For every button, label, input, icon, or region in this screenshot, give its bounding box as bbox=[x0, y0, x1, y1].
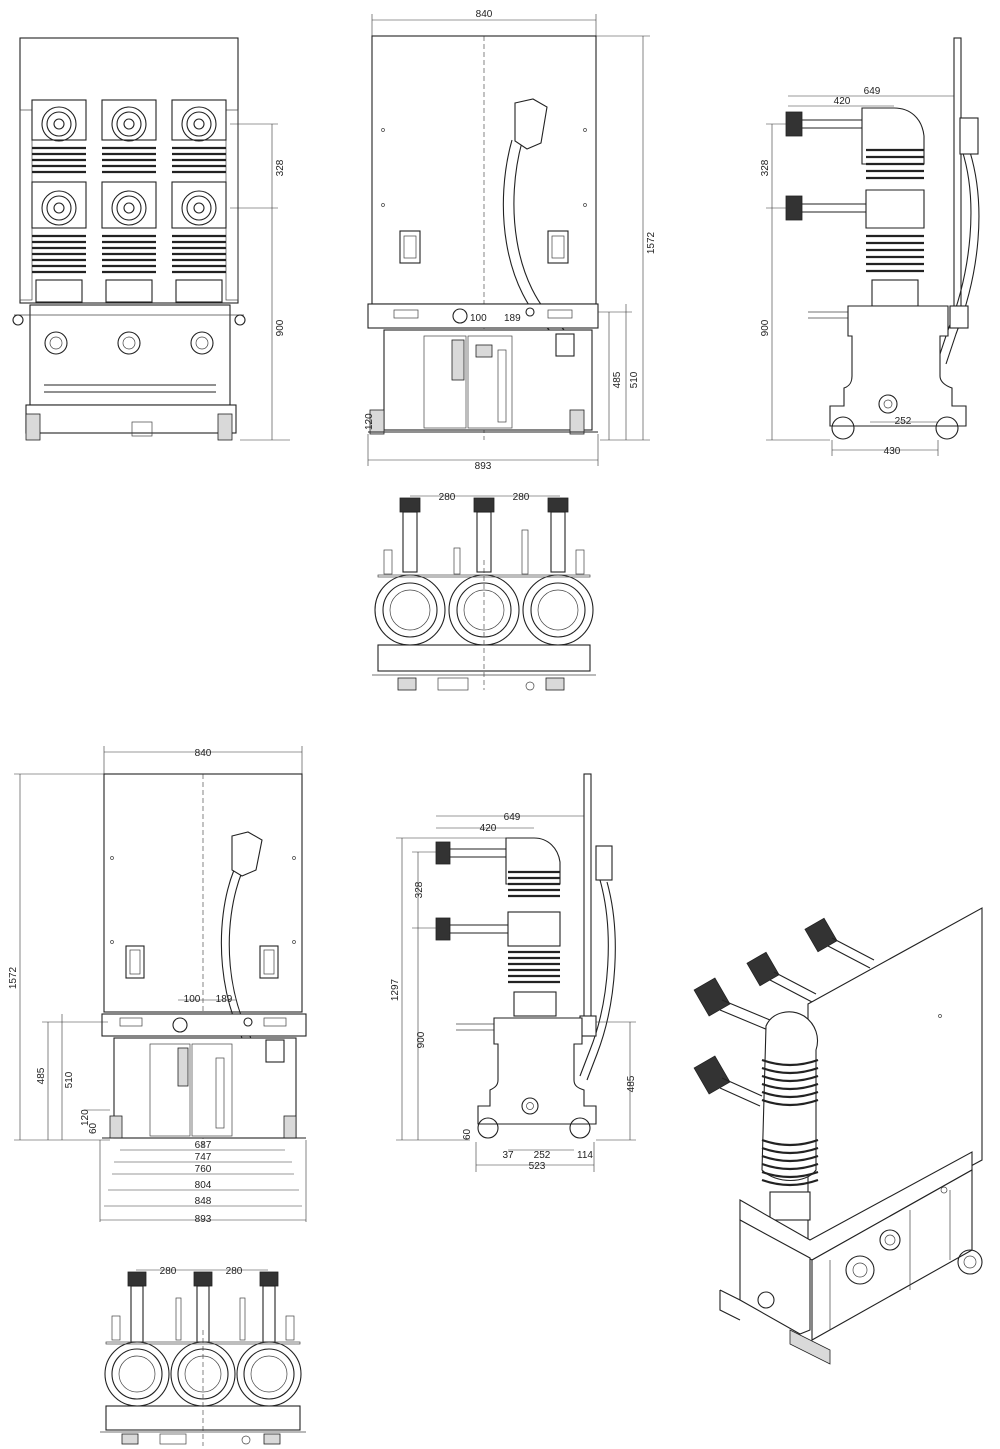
side-view-top: 840 100 189 120 1572 485 510 bbox=[364, 9, 657, 472]
side-top-dim-height: 1572 bbox=[646, 231, 657, 254]
profile-bottom-dim-pitch: 328 bbox=[414, 881, 425, 898]
profile-bottom-dim-height: 900 bbox=[416, 1031, 427, 1048]
side-bottom-dim-left-c: 120 bbox=[80, 1109, 91, 1126]
profile-top-dim-a: 649 bbox=[864, 86, 881, 97]
front-pole-1 bbox=[31, 99, 87, 303]
top-a-pole-3 bbox=[522, 497, 594, 646]
top-view-a: 280 280 bbox=[372, 492, 596, 691]
profile-top-dim-height: 900 bbox=[760, 319, 771, 336]
side-top-dim-small-a: 100 bbox=[470, 313, 487, 324]
front-pole-3 bbox=[171, 99, 227, 303]
profile-bottom-contact-upper bbox=[435, 841, 508, 865]
side-bottom-dim-stack-5: 893 bbox=[195, 1214, 212, 1225]
top-a-dim-pitch-b: 280 bbox=[513, 492, 530, 503]
profile-bottom-dim-small-b: 114 bbox=[577, 1150, 593, 1161]
top-b-pole-1 bbox=[104, 1271, 170, 1407]
side-top-dim-base: 893 bbox=[475, 461, 492, 472]
front-dim-pitch: 328 bbox=[275, 159, 286, 176]
side-bottom-dim-stack-2: 760 bbox=[195, 1164, 212, 1175]
side-bottom-dim-left-b: 510 bbox=[64, 1071, 75, 1088]
top-a-dim-pitch-a: 280 bbox=[439, 492, 456, 503]
profile-bottom-dim-base: 523 bbox=[529, 1161, 546, 1172]
profile-bottom-dim-small-a: 37 bbox=[502, 1150, 514, 1161]
profile-view-top: 252 649 420 328 900 430 bbox=[760, 37, 980, 457]
profile-top-dim-base: 430 bbox=[884, 446, 901, 457]
profile-bottom-dim-total: 1297 bbox=[390, 978, 401, 1001]
iso-pole-rear-1 bbox=[804, 917, 875, 969]
side-top-dim-right-a: 485 bbox=[612, 371, 623, 388]
profile-bottom-dim-a: 649 bbox=[504, 812, 521, 823]
iso-pole-rear-2 bbox=[746, 951, 817, 1003]
side-top-dim-width: 840 bbox=[476, 9, 493, 20]
profile-top-dim-pitch: 328 bbox=[760, 159, 771, 176]
front-pole-2 bbox=[101, 99, 157, 303]
profile-bottom-dim-wheel: 252 bbox=[534, 1150, 551, 1161]
profile-top-dim-b: 420 bbox=[834, 96, 851, 107]
side-bottom-dim-small-b: 189 bbox=[216, 994, 233, 1005]
profile-top-contact-upper bbox=[785, 111, 866, 137]
front-view: 328 900 bbox=[12, 37, 290, 441]
side-bottom-dim-stack: 687 747 760 804 848 893 bbox=[99, 1140, 307, 1225]
profile-bottom-contact-lower bbox=[435, 917, 508, 941]
side-bottom-dim-small-a: 100 bbox=[184, 994, 201, 1005]
profile-bottom-dim-right: 485 bbox=[626, 1075, 637, 1092]
top-a-pole-1 bbox=[374, 497, 446, 646]
top-view-b: 280 280 bbox=[100, 1266, 306, 1446]
profile-top-dim-wheel: 252 bbox=[895, 416, 912, 427]
side-bottom-dim-left-d: 60 bbox=[88, 1122, 99, 1134]
side-bottom-dim-width: 840 bbox=[195, 748, 212, 759]
side-top-dim-small-c: 120 bbox=[364, 413, 375, 430]
side-bottom-dim-height: 1572 bbox=[8, 966, 19, 989]
top-b-pole-3 bbox=[236, 1271, 302, 1407]
front-dim-height: 900 bbox=[275, 319, 286, 336]
side-top-dim-small-b: 189 bbox=[504, 313, 521, 324]
side-bottom-dim-left-a: 485 bbox=[36, 1067, 47, 1084]
profile-bottom-dim-small-c: 60 bbox=[462, 1128, 473, 1140]
side-top-dim-right-b: 510 bbox=[629, 371, 640, 388]
iso-pole-front-1 bbox=[693, 977, 771, 1107]
side-view-bottom: 840 100 189 1572 485 510 120 bbox=[8, 746, 307, 1225]
profile-top-contact-lower bbox=[785, 195, 866, 221]
top-b-dim-pitch-b: 280 bbox=[226, 1266, 243, 1277]
top-b-dim-pitch-a: 280 bbox=[160, 1266, 177, 1277]
side-bottom-dim-stack-0: 687 bbox=[195, 1140, 212, 1151]
side-bottom-dim-stack-1: 747 bbox=[195, 1152, 212, 1163]
side-bottom-dim-stack-4: 848 bbox=[195, 1196, 212, 1207]
side-bottom-dim-stack-3: 804 bbox=[195, 1180, 212, 1191]
isometric-view bbox=[693, 907, 983, 1365]
profile-bottom-dim-b: 420 bbox=[480, 823, 497, 834]
profile-view-bottom: 649 420 328 1297 900 485 252 37 114 60 5… bbox=[390, 773, 637, 1172]
